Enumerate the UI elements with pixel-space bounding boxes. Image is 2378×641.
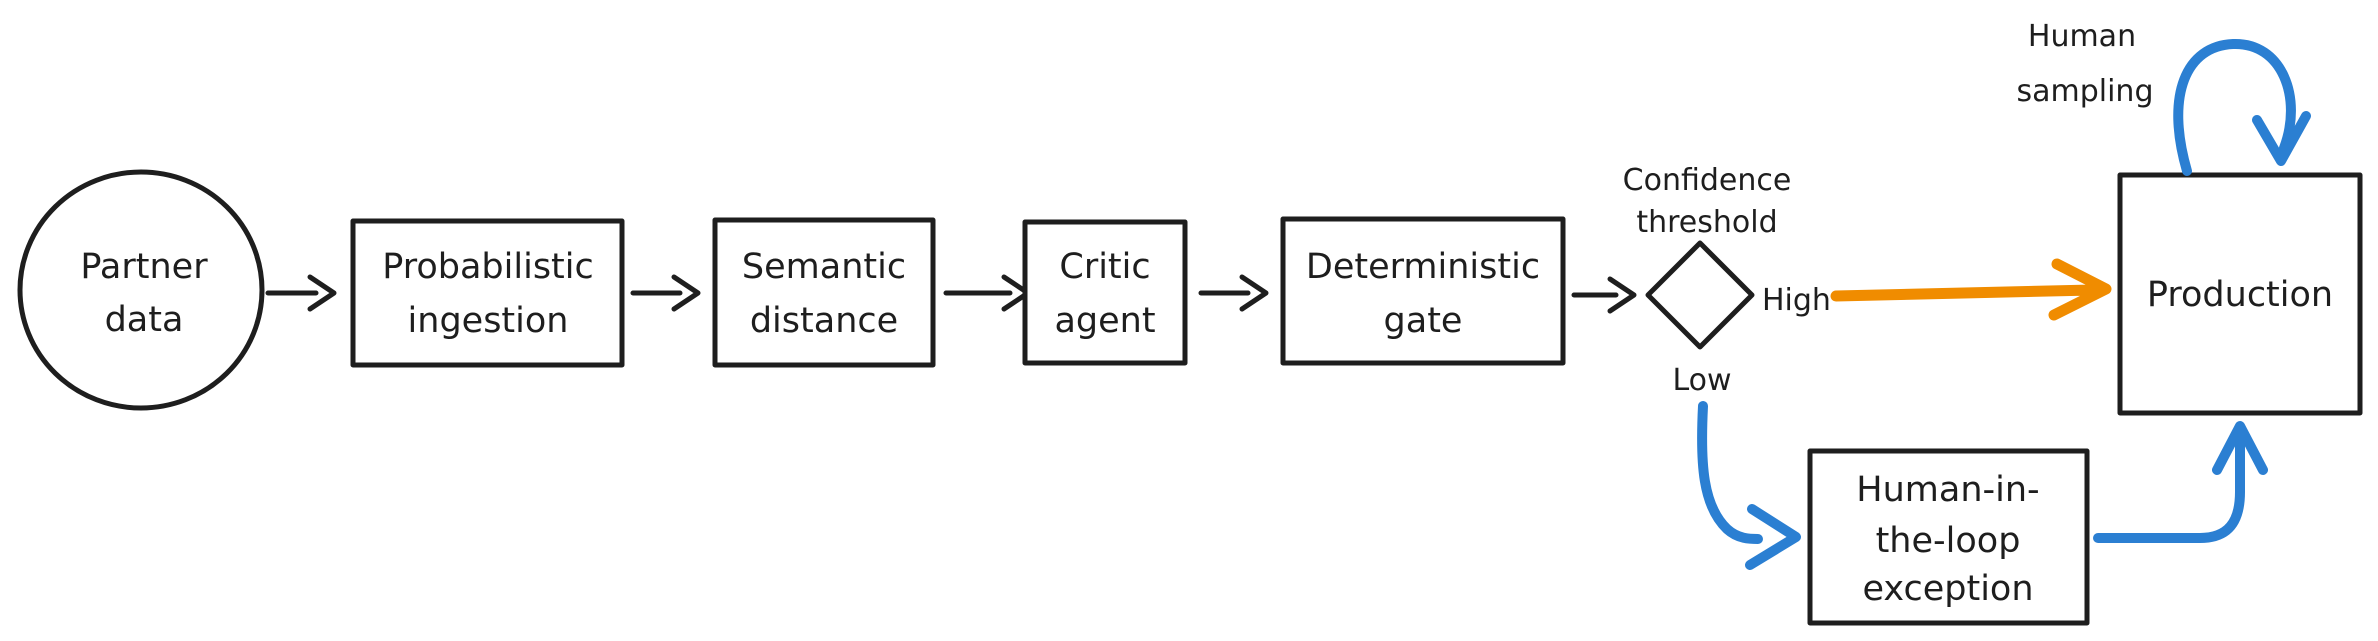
exception-label-line2: the-loop	[1876, 521, 2021, 561]
exception-label-line3: exception	[1862, 569, 2033, 609]
semantic-distance-node	[712, 217, 936, 368]
arrow-production-self-loop	[2173, 38, 2311, 176]
arrow-exception-to-production	[2093, 421, 2268, 543]
arrow-low-to-exception	[1697, 401, 1801, 570]
critic-agent-label-line1: Critic	[1059, 247, 1150, 287]
confidence-threshold-label-line2: threshold	[1636, 205, 1777, 240]
partner-data-node	[17, 169, 265, 411]
critic-agent-node	[1022, 219, 1188, 366]
deterministic-gate-label-line2: gate	[1384, 301, 1463, 341]
partner-data-label-line1: Partner	[80, 247, 208, 287]
exception-label-line1: Human-in-	[1856, 470, 2039, 510]
arrow-gate-to-threshold	[1571, 276, 1637, 314]
deterministic-gate-node	[1280, 216, 1566, 366]
deterministic-gate-label-line1: Deterministic	[1306, 247, 1540, 287]
human-in-the-loop-exception-node	[1807, 448, 2090, 626]
probabilistic-ingestion-label-line1: Probabilistic	[382, 247, 594, 287]
production-label: Production	[2147, 275, 2333, 315]
arrow-ingestion-to-semantic	[630, 274, 701, 312]
arrow-semantic-to-critic	[943, 274, 1031, 312]
high-branch-label: High	[1762, 283, 1831, 318]
arrow-partner-to-ingestion	[265, 274, 337, 312]
production-node	[2117, 172, 2363, 416]
confidence-threshold-diamond	[1645, 240, 1755, 350]
partner-data-label-line2: data	[105, 300, 184, 340]
arrow-high-to-production	[1830, 258, 2112, 321]
arrow-critic-to-gate	[1198, 274, 1269, 312]
low-branch-label: Low	[1672, 363, 1731, 398]
human-sampling-label-line1: Human	[2028, 19, 2136, 54]
semantic-distance-label-line1: Semantic	[742, 247, 906, 287]
probabilistic-ingestion-node	[350, 218, 625, 368]
probabilistic-ingestion-label-line2: ingestion	[408, 301, 569, 341]
human-sampling-label-line2: sampling	[2016, 74, 2153, 109]
confidence-threshold-label-line1: Confidence	[1623, 163, 1792, 198]
semantic-distance-label-line2: distance	[750, 301, 898, 341]
critic-agent-label-line2: agent	[1054, 301, 1155, 341]
